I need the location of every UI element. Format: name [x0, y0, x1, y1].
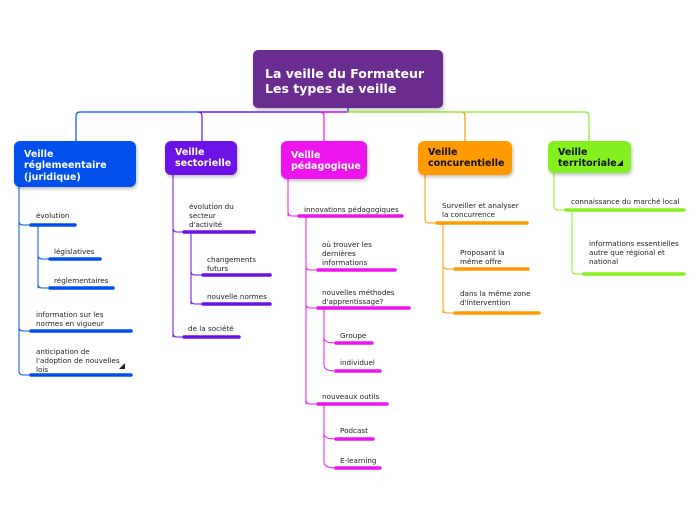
- topic-veille-territoriale[interactable]: Veille territoriale: [548, 141, 631, 173]
- connector-line: [323, 307, 337, 372]
- connector-line: [305, 269, 319, 309]
- connector-line: [323, 403, 337, 469]
- topic-veille-pedagogique[interactable]: Veille pédagogique: [281, 141, 367, 179]
- connector-line: [37, 258, 51, 289]
- node-connaissance[interactable]: connaissance du marché local: [571, 197, 680, 206]
- node-anticipation[interactable]: anticipation de l'adoption de nouvelles …: [36, 347, 120, 374]
- node-meme-zone[interactable]: dans la même zone d'intervention: [460, 289, 531, 307]
- connector-line: [319, 111, 349, 142]
- connector-line: [323, 403, 337, 440]
- connector-line: [18, 224, 32, 332]
- node-proposant[interactable]: Proposant la même offre: [460, 248, 505, 266]
- connector-line: [37, 224, 51, 260]
- node-information-normes[interactable]: information sur les normes en vigueur: [36, 310, 104, 328]
- node-evolution-secteur[interactable]: évolution du secteur d'activité: [189, 202, 234, 229]
- connector-line: [75, 107, 349, 142]
- topic-veille-concurentielle[interactable]: Veille concurentielle: [418, 141, 512, 175]
- node-ou-trouver[interactable]: où trouver les dernières informations: [322, 240, 372, 267]
- node-nouveaux-outils[interactable]: nouveaux outils: [322, 392, 380, 401]
- connector-line: [553, 172, 567, 211]
- connector-line: [172, 174, 185, 233]
- node-reglementaires[interactable]: réglementaires: [54, 276, 109, 285]
- connector-line: [347, 111, 590, 142]
- node-individuel[interactable]: individuel: [340, 358, 375, 367]
- node-elearning[interactable]: E-learning: [340, 456, 377, 465]
- node-nouvelles-methodes[interactable]: nouvelles méthodes d'apprentissage?: [322, 288, 395, 306]
- connector-line: [305, 307, 319, 405]
- connector-line: [571, 209, 585, 275]
- connector-line: [442, 268, 456, 314]
- connector-line: [287, 178, 300, 217]
- connector-line: [18, 186, 32, 226]
- root-node[interactable]: La veille du Formateur Les types de veil…: [253, 50, 443, 108]
- topic-veille-reglementaire[interactable]: Veille réglemeentaire (juridique): [14, 141, 136, 187]
- node-evolution[interactable]: évolution: [36, 211, 70, 220]
- connector-line: [190, 274, 204, 305]
- node-innovations[interactable]: innovations pédagogiques: [304, 205, 399, 214]
- topic-veille-sectorielle[interactable]: Veille sectorielle: [165, 141, 237, 175]
- node-de-la-societe[interactable]: de la société: [188, 324, 234, 333]
- connector-line: [424, 174, 438, 224]
- connector-line: [347, 111, 466, 142]
- connector-line: [323, 307, 337, 344]
- node-surveiller[interactable]: Surveiller et analyser la concurrence: [442, 201, 519, 219]
- root-title-line1: La veille du Formateur: [265, 66, 425, 81]
- node-podcast[interactable]: Podcast: [340, 426, 368, 435]
- node-informations-essentielles[interactable]: informations essentielles autre que régi…: [589, 239, 679, 266]
- connector-line: [190, 231, 204, 276]
- connector-line: [197, 111, 349, 142]
- collapse-triangle-icon[interactable]: [617, 160, 623, 166]
- node-nouvelle-normes[interactable]: nouvelle normes: [207, 292, 267, 301]
- node-groupe[interactable]: Groupe: [340, 331, 367, 340]
- root-title-line2: Les types de veille: [265, 81, 397, 96]
- node-legislatives[interactable]: législatives: [54, 247, 95, 256]
- collapse-triangle-icon[interactable]: [119, 363, 125, 369]
- connector-line: [305, 215, 319, 271]
- connector-line: [18, 330, 32, 376]
- connector-line: [442, 222, 456, 270]
- connector-line: [172, 231, 185, 338]
- node-changements-futurs[interactable]: changements futurs: [207, 255, 256, 273]
